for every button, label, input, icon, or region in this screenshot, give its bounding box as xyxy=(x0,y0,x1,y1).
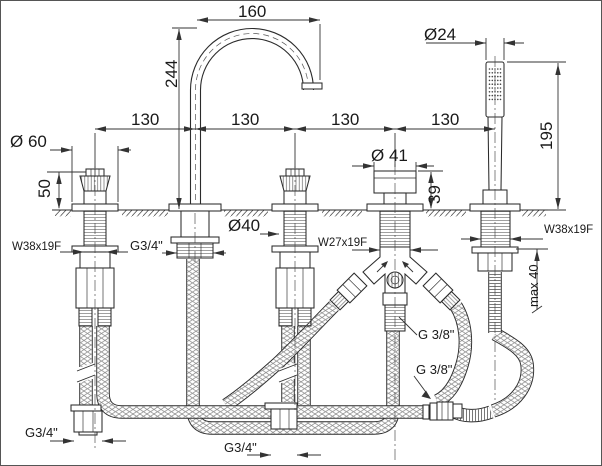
fitting-g38-shower xyxy=(422,401,463,421)
label-thread-holder: W38x19F xyxy=(461,224,593,242)
label-thread-diverter-outlet: G 3/8" xyxy=(398,316,455,342)
diverter-right-connector xyxy=(422,272,461,311)
dim-diverter-diameter: Ø 41 xyxy=(352,146,434,172)
dim-hole-diameter: Ø40 xyxy=(228,216,279,237)
dim-spacing2-label: 130 xyxy=(231,110,259,129)
hose-break-mark-left xyxy=(76,362,96,384)
dim-spacing3-label: 130 xyxy=(331,110,359,129)
diverter-left-connector xyxy=(329,272,368,311)
dim-hole-diameter-label: Ø40 xyxy=(228,216,260,235)
label-hose-end-left: G3/4" xyxy=(25,425,126,444)
dim-handle-diameter-label: Ø 60 xyxy=(10,132,47,151)
dim-diverter-diameter-label: Ø 41 xyxy=(371,146,408,165)
thread-diverter-label: W27x19F xyxy=(318,237,367,249)
dim-max-deck-label: max 40 xyxy=(526,264,541,307)
flow-arrows xyxy=(376,261,414,273)
thread-valve-left-label: W38x19F xyxy=(12,241,61,253)
thread-shower-hose-label: G 3/8" xyxy=(416,362,453,377)
hose-fittings xyxy=(70,401,463,436)
dim-diverter-height-label: 39 xyxy=(425,185,444,204)
dim-shower-diameter: Ø24 xyxy=(424,25,524,60)
fitting-g34-center xyxy=(264,402,298,430)
dim-hole-spacing: 130 130 130 130 xyxy=(94,110,495,168)
hose-end-left-label: G3/4" xyxy=(25,425,58,440)
dimensions: 160 244 Ø24 xyxy=(10,2,593,458)
dim-spout-height: 244 xyxy=(162,27,197,209)
dim-shower-height: 195 xyxy=(507,61,566,211)
label-thread-valve-left: W38x19F xyxy=(12,241,128,255)
thread-holder-label: W38x19F xyxy=(544,224,593,236)
dim-spacing4-label: 130 xyxy=(431,110,459,129)
hose-end-center-label: G3/4" xyxy=(224,440,257,455)
dim-spacing1-label: 130 xyxy=(131,110,159,129)
label-thread-diverter: W27x19F xyxy=(318,237,438,253)
shower-face-dots xyxy=(488,68,502,101)
label-hose-end-center: G3/4" xyxy=(224,440,321,458)
dim-max-deck-thickness: max 40 xyxy=(516,248,548,314)
supply-hoses xyxy=(76,259,527,428)
dim-shower-height-label: 195 xyxy=(537,122,556,150)
dim-spout-width-label: 160 xyxy=(238,2,266,21)
dim-handle-height-label: 50 xyxy=(35,179,54,198)
dim-spout-width: 160 xyxy=(197,2,321,80)
label-thread-shower-hose: G 3/8" xyxy=(413,362,453,399)
centerlines xyxy=(94,56,496,462)
fitting-g34-left xyxy=(70,404,103,436)
thread-spout-label: G3/4" xyxy=(130,238,163,253)
dim-diverter-height: 39 xyxy=(418,170,444,209)
dim-handle-diameter: Ø 60 xyxy=(10,132,131,202)
dim-handle-height: 50 xyxy=(35,171,86,209)
dim-shower-diameter-label: Ø24 xyxy=(424,25,456,44)
label-thread-spout: G3/4" xyxy=(130,238,226,256)
dim-spout-height-label: 244 xyxy=(162,60,181,88)
hose-break-mark-right xyxy=(278,362,298,384)
thread-diverter-outlet-label: G 3/8" xyxy=(418,327,455,342)
